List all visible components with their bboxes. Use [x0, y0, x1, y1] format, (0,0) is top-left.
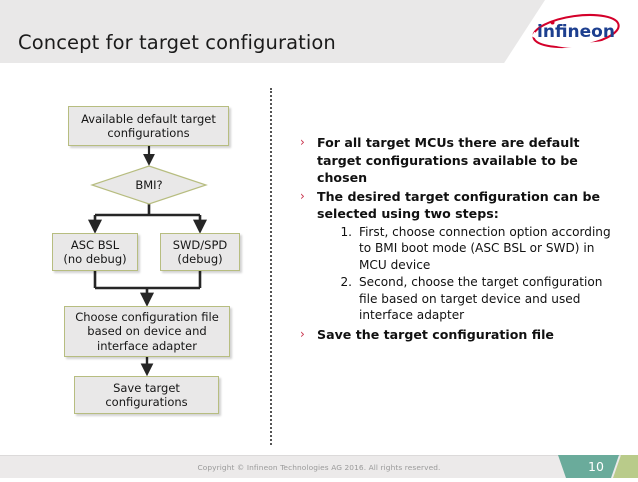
chevron-right-icon: › — [300, 188, 305, 203]
infineon-logo: infineon — [530, 12, 622, 50]
flowchart: Available default target configurations … — [0, 0, 270, 478]
svg-text:infineon: infineon — [537, 22, 615, 42]
bullet-item-1: › For all target MCUs there are default … — [298, 134, 620, 187]
header-band — [0, 0, 545, 63]
flowchart-node-swd-spd-label: SWD/SPD (debug) — [172, 237, 228, 267]
flowchart-node-available-label: Available default target configurations — [81, 111, 216, 141]
bullet-content: › For all target MCUs there are default … — [298, 134, 620, 345]
vertical-dotted-divider — [270, 88, 272, 445]
page-number-badge: 10 — [543, 455, 638, 478]
flowchart-node-bmi: BMI? — [92, 166, 206, 204]
bullet-item-2-text: The desired target configuration can be … — [317, 188, 601, 222]
flowchart-node-bmi-label: BMI? — [135, 178, 163, 192]
bullet-item-3: › Save the target configuration file — [298, 326, 620, 344]
chevron-right-icon: › — [300, 327, 305, 342]
numbered-list: 1. First, choose connection option accor… — [330, 224, 620, 325]
flowchart-node-save-config: Save target configurations — [74, 376, 219, 414]
bullet-item-2: › The desired target configuration can b… — [298, 188, 620, 223]
footer-band: Copyright © Infineon Technologies AG 201… — [0, 455, 638, 478]
flowchart-node-asc-bsl-label: ASC BSL (no debug) — [63, 237, 127, 267]
bullet-item-1-text: For all target MCUs there are default ta… — [317, 135, 580, 185]
chevron-right-icon: › — [300, 135, 305, 149]
numbered-item-1: 1. First, choose connection option accor… — [330, 224, 620, 274]
numbered-item-2-text: Second, choose the target configuration … — [359, 274, 603, 323]
page-number-badge-shape — [558, 455, 638, 478]
numbered-item-2-marker: 2. — [340, 274, 352, 289]
numbered-item-1-text: First, choose connection option accordin… — [359, 224, 611, 273]
copyright-text: Copyright © Infineon Technologies AG 201… — [197, 463, 441, 472]
page-title: Concept for target configuration — [18, 31, 336, 54]
infineon-logo-svg: infineon — [531, 13, 620, 49]
flowchart-node-save-config-label: Save target configurations — [105, 380, 188, 410]
flowchart-node-available: Available default target configurations — [68, 106, 229, 146]
flowchart-node-asc-bsl: ASC BSL (no debug) — [52, 233, 138, 271]
flowchart-node-swd-spd: SWD/SPD (debug) — [160, 233, 240, 271]
numbered-item-1-marker: 1. — [340, 224, 352, 239]
page-number: 10 — [588, 459, 604, 474]
flowchart-node-choose-config-label: Choose configuration file based on devic… — [75, 309, 219, 353]
flowchart-node-choose-config: Choose configuration file based on devic… — [64, 306, 230, 357]
bullet-item-3-text: Save the target configuration file — [317, 327, 554, 343]
numbered-item-2: 2. Second, choose the target configurati… — [330, 274, 620, 324]
